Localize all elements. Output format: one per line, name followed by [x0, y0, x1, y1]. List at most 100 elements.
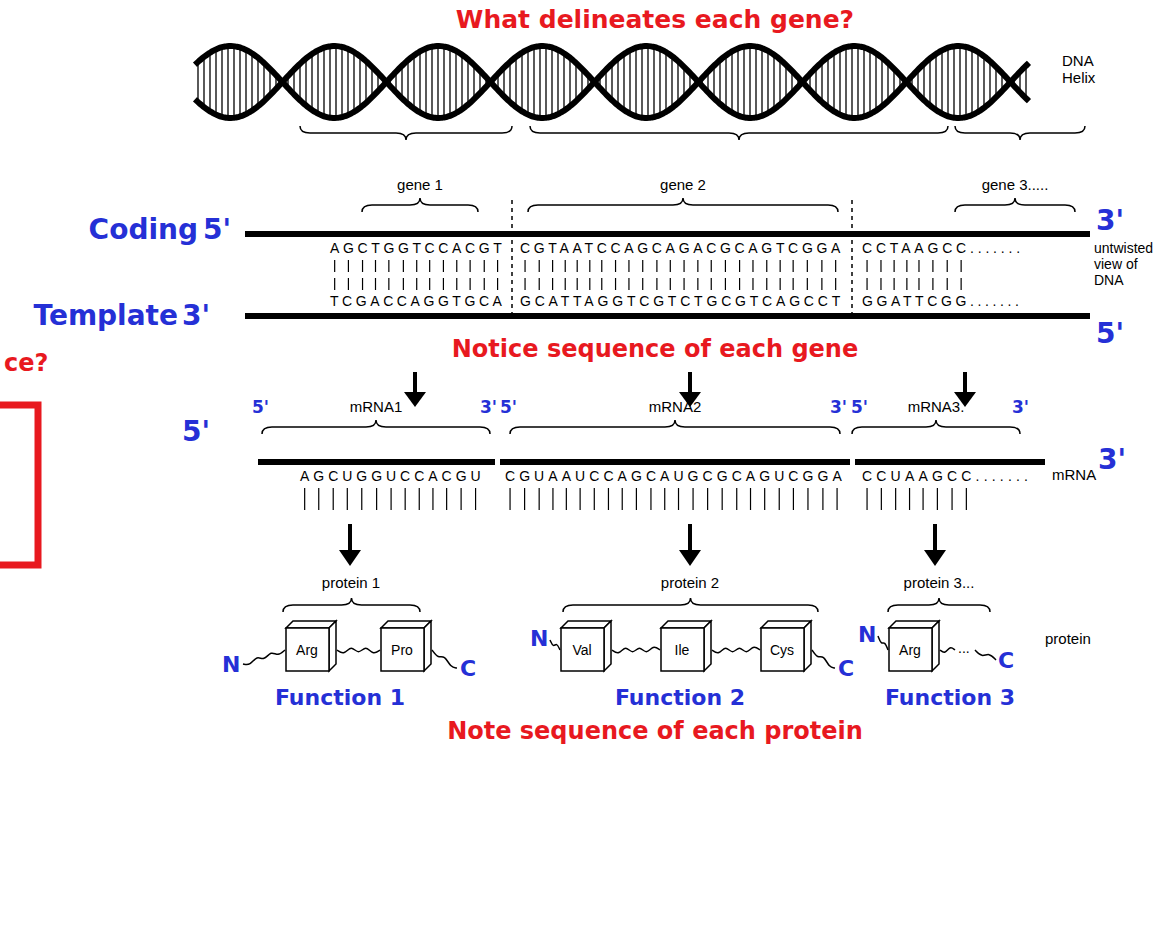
pair-tick [678, 488, 679, 510]
dna-sequence: CCTAAGCC....... [862, 240, 1024, 256]
rna-sequence: CCUAAGCC....... [862, 468, 1032, 484]
terminus-label: N [858, 622, 876, 647]
base-pair-line [431, 47, 432, 118]
amino-acid-box: Cys [760, 620, 812, 672]
pair-tick [580, 488, 581, 510]
pair-tick [456, 278, 457, 290]
cube-side [424, 621, 431, 671]
strand-end: 3' [1012, 398, 1029, 418]
pair-tick [565, 278, 566, 290]
pair-tick [906, 260, 907, 272]
base-pair-line [827, 57, 828, 107]
base-pair-line [887, 63, 888, 101]
terminus-label: N [530, 626, 548, 651]
gene-boundary [851, 200, 853, 320]
pair-tick [835, 260, 836, 272]
pair-tick [376, 488, 377, 510]
pair-tick [894, 278, 895, 290]
pair-tick [866, 260, 867, 272]
base-pair-line [749, 46, 750, 118]
base-pair-line [779, 59, 780, 104]
strand-end: 5' [500, 398, 517, 418]
strand-end: 5' [203, 214, 231, 246]
strand-end: 5' [182, 416, 210, 448]
pair-tick [736, 488, 737, 510]
pair-tick [779, 488, 780, 510]
strand-end: 5' [1096, 318, 1124, 350]
cube-side [804, 621, 811, 671]
rna-sequence: AGCUGGUCCACGU [300, 468, 485, 484]
base-pair-line [551, 47, 552, 116]
dna-helix [195, 46, 1029, 118]
chain-tail [975, 650, 996, 660]
pair-tick [334, 278, 335, 290]
base-pair-line [359, 56, 360, 108]
curly-brace [262, 420, 490, 434]
gene-label: gene 2 [660, 176, 706, 193]
pair-tick [866, 278, 867, 290]
amino-acid-name: Val [572, 642, 591, 658]
amino-acid-name: Pro [391, 642, 413, 658]
pair-tick [416, 278, 417, 290]
pair-tick [650, 488, 651, 510]
helix-strand [195, 46, 1029, 118]
base-pair-line [539, 46, 540, 118]
function-label: Function 3 [885, 685, 1015, 710]
pair-tick [362, 260, 363, 272]
base-pair-line [635, 48, 636, 116]
brace-group [262, 126, 1085, 612]
peptide-bond [337, 648, 380, 652]
down-arrow [679, 524, 701, 566]
pair-tick [947, 260, 948, 272]
base-pair-line [323, 48, 324, 116]
base-pair-line [989, 61, 990, 103]
base-pair-line [881, 58, 882, 106]
cube-top [561, 621, 611, 628]
base-pair-line [233, 46, 234, 118]
base-pair-line [527, 49, 528, 114]
pair-tick [566, 488, 567, 510]
pair-tick [429, 278, 430, 290]
note-heading: ce? [4, 350, 48, 378]
base-pair-line [227, 46, 228, 118]
base-pair-line [425, 49, 426, 116]
pair-tick [821, 278, 822, 290]
base-pair-line [521, 53, 522, 112]
base-pair-line [353, 52, 354, 112]
gene-label: gene 1 [397, 176, 443, 193]
pair-tick [470, 278, 471, 290]
pair-tick [628, 278, 629, 290]
pair-tick [642, 278, 643, 290]
pair-tick [589, 260, 590, 272]
pair-tick [711, 260, 712, 272]
base-pair-line [629, 50, 630, 113]
pair-tick [615, 278, 616, 290]
base-pair-line [317, 50, 318, 113]
pair-tick [601, 260, 602, 272]
down-arrow [339, 524, 361, 566]
chain-tail [878, 636, 888, 650]
pair-tick [766, 278, 767, 290]
cube-top [761, 621, 811, 628]
cube-side [932, 621, 939, 671]
cube-side [704, 621, 711, 671]
cube-side [329, 621, 336, 671]
pair-tick [552, 488, 553, 510]
helix-strand [195, 46, 1029, 118]
pair-tick [565, 260, 566, 272]
base-pair-line [671, 56, 672, 108]
dna-sequence: TCGACCAGGTGCA [330, 293, 506, 309]
strand-end: 3' [182, 300, 210, 332]
pair-tick [304, 488, 305, 510]
pair-tick [894, 260, 895, 272]
pair-tick [601, 278, 602, 290]
terminus-label: C [998, 648, 1014, 673]
base-pair-line [263, 63, 264, 101]
base-pair-line [725, 55, 726, 108]
note-heading: Notice sequence of each gene [452, 336, 858, 364]
base-pair-line [335, 46, 336, 118]
base-pair-line [641, 46, 642, 117]
pair-tick [656, 260, 657, 272]
pair-tick [318, 488, 319, 510]
pair-tick [497, 278, 498, 290]
